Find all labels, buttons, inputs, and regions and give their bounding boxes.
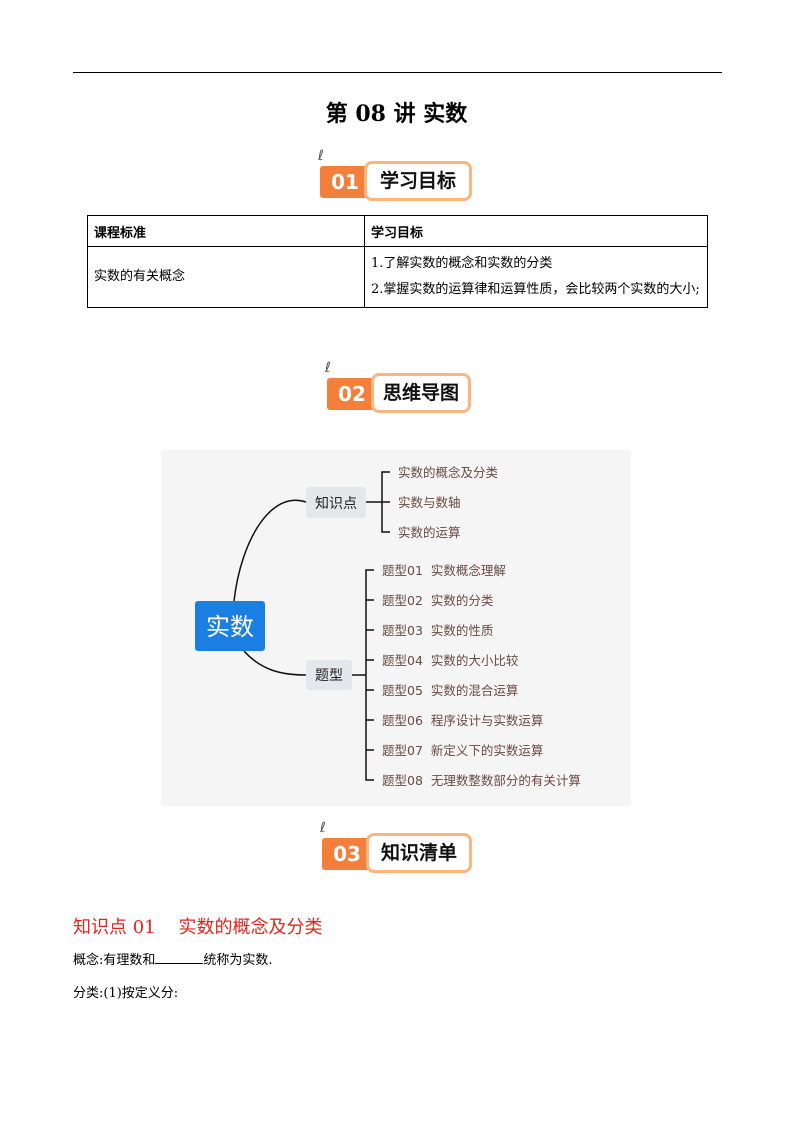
table-cell: 实数的有关概念 [87,246,365,308]
section-heading: 知识点 01 实数的概念及分类 [73,917,323,938]
mindmap-leaf: 题型02 实数的分类 [382,593,494,608]
mindmap-leaf: 实数的概念及分类 [398,465,499,480]
page-title: 第 08 讲 实数 [325,101,468,127]
branch-node [306,660,352,690]
banner-number: 03 [322,838,372,870]
banner-label: 思维导图 [371,373,471,413]
table-cell: 1.了解实数的概念和实数的分类 2.掌握实数的运算律和运算性质，会比较两个实数的大… [364,246,708,308]
branch-label: 题型 [315,668,343,684]
mindmap-leaf: 题型06 程序设计与实数运算 [382,713,543,728]
banner-number: 01 [320,166,370,198]
root-label: 实数 [206,613,254,641]
goal-item: 2.掌握实数的运算律和运算性质，会比较两个实数的大小; [371,282,700,297]
mindmap-leaf: 题型03 实数的性质 [382,623,493,638]
section-banner-02: ℓ 02 思维导图 [325,360,471,413]
table-row: 实数的有关概念 1.了解实数的概念和实数的分类 2.掌握实数的运算律和运算性质，会… [87,246,708,308]
text: 统称为实数. [203,953,273,968]
branch-node [306,487,366,518]
concept-line: 概念:有理数和 统称为实数. [73,949,273,968]
table-header: 学习目标 [364,215,708,247]
mind-map: 实数 知识点 题型 实数的概念及分类 实数与数轴 实数的运算 题型01 实数概念… [161,450,631,806]
banner-label: 学习目标 [364,161,472,201]
section-banner-01: ℓ 01 学习目标 [318,148,472,201]
goal-item: 1.了解实数的概念和实数的分类 [371,256,553,271]
section-banner-03: ℓ 03 知识清单 [320,820,472,873]
curl-icon: ℓ [318,148,324,164]
table-header: 课程标准 [87,215,365,247]
text: 概念:有理数和 [73,953,156,968]
objectives-table: 课程标准学习目标 实数的有关概念 1.了解实数的概念和实数的分类 2.掌握实数的运… [87,215,708,308]
curl-icon: ℓ [325,360,331,376]
banner-number: 02 [327,378,377,410]
mindmap-leaf: 题型01 实数概念理解 [382,563,506,578]
mindmap-leaf: 题型07 新定义下的实数运算 [382,743,543,758]
banner-label: 知识清单 [366,833,472,873]
classification-line: 分类:(1)按定义分: [73,986,179,1001]
root-node [195,601,265,651]
branch-label: 知识点 [315,495,357,512]
curl-icon: ℓ [320,820,326,836]
mindmap-leaf: 题型08 无理数整数部分的有关计算 [382,773,581,788]
fill-blank [155,951,204,964]
mindmap-leaf: 题型05 实数的混合运算 [382,683,518,698]
mindmap-leaf: 实数的运算 [398,525,461,540]
mindmap-leaf: 实数与数轴 [398,495,461,510]
header-rule [73,72,722,73]
mindmap-leaf: 题型04 实数的大小比较 [382,653,519,668]
